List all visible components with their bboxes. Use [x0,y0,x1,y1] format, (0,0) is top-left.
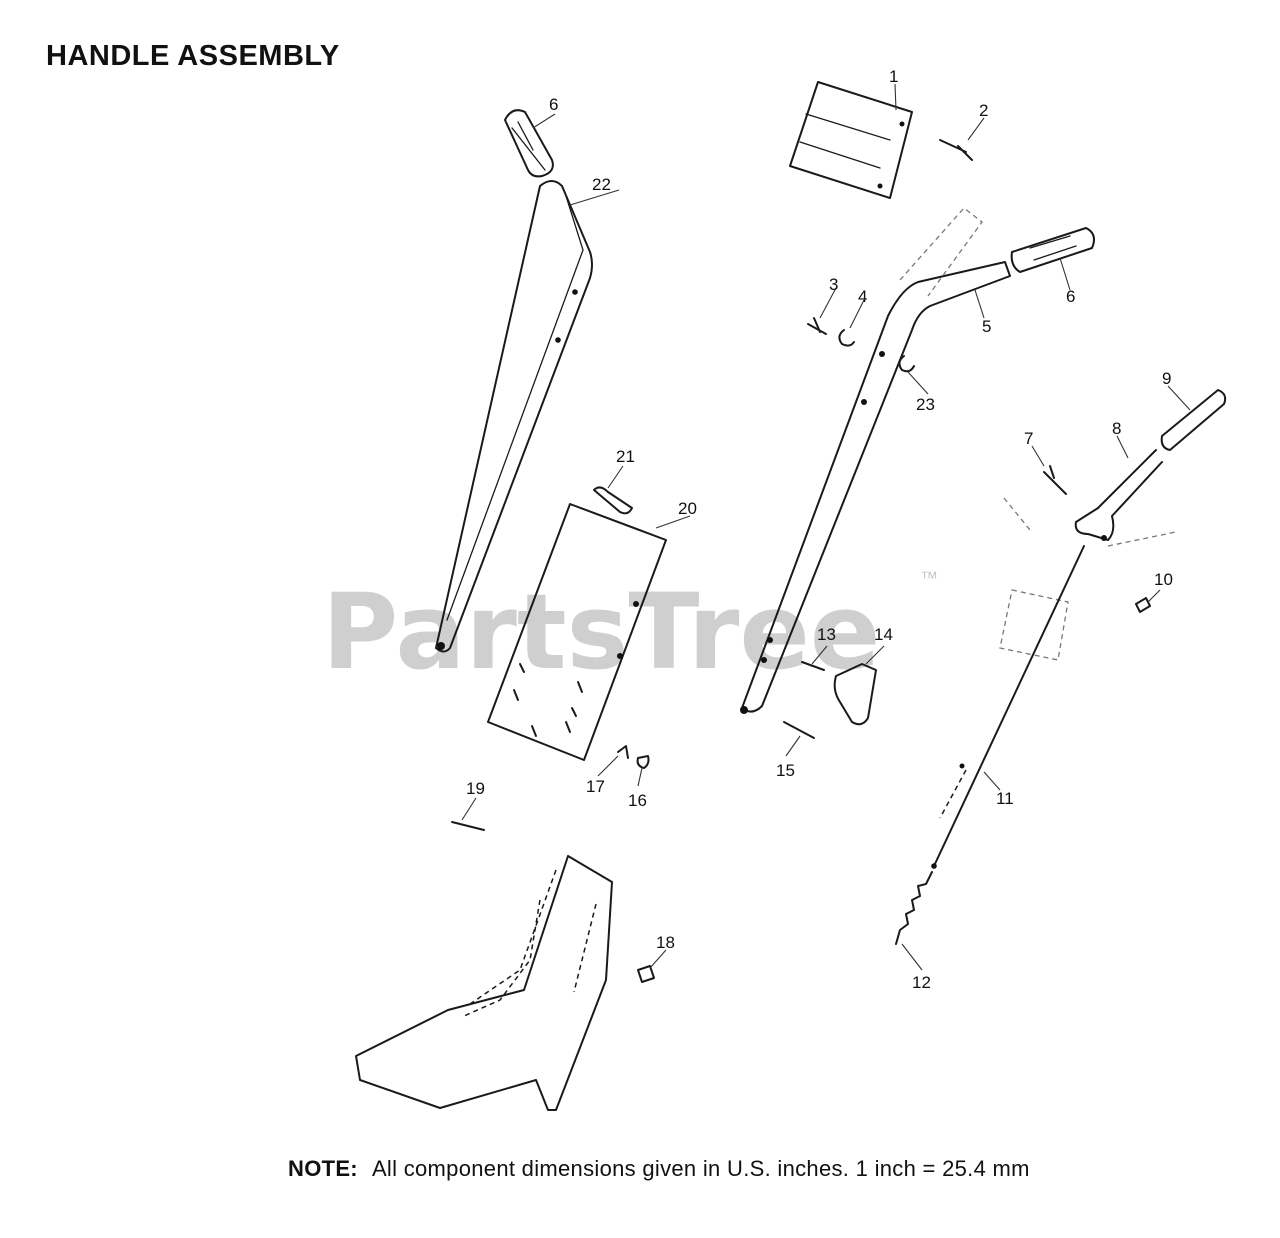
callout-20: 20 [678,499,697,518]
part-21-pin [593,486,633,515]
callout-22: 22 [592,175,611,194]
part-12-spring [895,871,933,945]
callout-10: 10 [1154,570,1173,589]
callout-7: 7 [1024,429,1033,448]
ghost-bracket [999,497,1177,661]
part-22-left-handle-tube [435,180,593,653]
part-4-washer [838,329,855,347]
part-20-handle-bracket [487,503,667,761]
callout-23: 23 [916,395,935,414]
part-18-nut [637,965,655,983]
callout-6-left: 6 [549,95,558,114]
callout-14: 14 [874,625,893,644]
part-6-left-grip [504,109,554,178]
part-7-bolt [1043,465,1067,495]
part-10-nut [1135,597,1151,613]
part-13-bolt [801,661,825,671]
note-label: NOTE: [288,1156,358,1181]
part-17-lockwasher [617,745,629,759]
part-11-control-rod [931,545,1085,869]
part-5-right-handle-tube [740,207,1011,714]
callout-13: 13 [817,625,836,644]
watermark-trademark: ™ [920,568,938,588]
callout-3: 3 [829,275,838,294]
callout-17: 17 [586,777,605,796]
page-title: HANDLE ASSEMBLY [46,40,340,72]
mounting-base [355,855,613,1111]
leader-lines [461,83,1191,971]
callout-5: 5 [982,317,991,336]
callout-1: 1 [889,67,898,86]
part-23-washer [898,355,915,373]
part-3-bolt [807,317,827,335]
part-19-bolt [451,821,485,831]
part-15-bolt [783,721,815,739]
callout-15: 15 [776,761,795,780]
note-text: All component dimensions given in U.S. i… [371,1156,1030,1181]
part-8-control-lever [1074,449,1163,541]
callout-9: 9 [1162,369,1171,388]
watermark-brand: PartsTree [322,571,880,693]
callout-19: 19 [466,779,485,798]
part-1-decal-panel [789,81,913,199]
callout-18: 18 [656,933,675,952]
callout-4: 4 [858,287,867,306]
callout-16: 16 [628,791,647,810]
part-14-clamp [833,663,877,726]
callout-8: 8 [1112,419,1121,438]
callout-12: 12 [912,973,931,992]
part-16-nut [636,755,650,769]
part-2-screw [939,139,973,161]
callout-21: 21 [616,447,635,466]
callout-11: 11 [996,789,1014,808]
part-6-right-grip [1010,227,1095,273]
dimension-note: NOTE: All component dimensions given in U… [288,1156,1030,1182]
callout-2: 2 [979,101,988,120]
part-9-lever-grip [1160,389,1227,451]
callout-6-right: 6 [1066,287,1075,306]
callout-labels: 1 2 3 4 5 6 6 7 8 9 10 11 12 13 14 15 16… [466,67,1173,992]
